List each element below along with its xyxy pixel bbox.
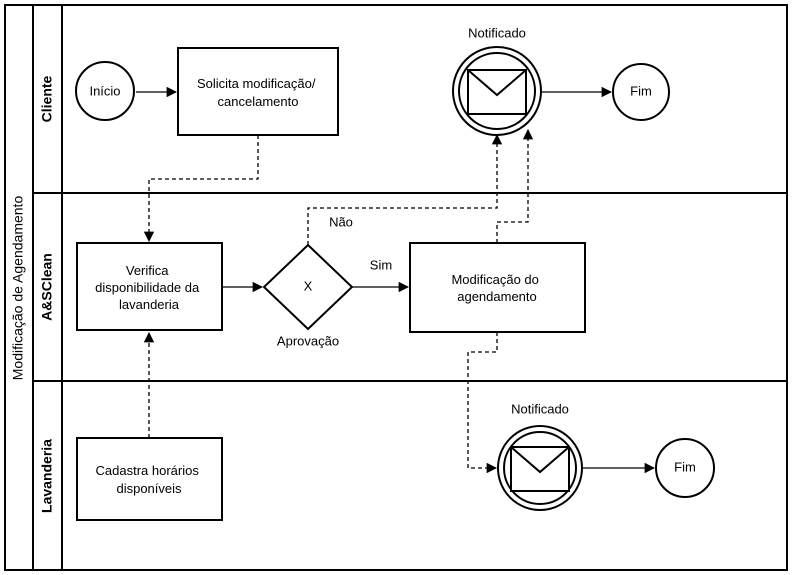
task-verifica[interactable] <box>76 242 223 331</box>
task-cadastra[interactable] <box>76 437 223 521</box>
task-modificacao-line-1: Modificação do <box>451 272 538 287</box>
end-event-cliente-label: Fim <box>630 83 652 98</box>
start-event-label: Início <box>89 83 120 98</box>
task-solicita-label: Solicita modificação/ cancelamento <box>197 76 319 109</box>
edge-label-nao: Não <box>329 214 353 229</box>
task-modificacao-line-2: agendamento <box>457 289 537 304</box>
task-verifica-line-1: Verifica <box>126 263 169 278</box>
gateway-label: Aprovação <box>277 333 339 348</box>
gateway-aprovacao[interactable] <box>262 243 354 331</box>
lane-title-cliente: Cliente <box>39 75 55 122</box>
pool-title: Modificação de Agendamento <box>10 196 26 381</box>
task-cadastra-label: Cadastra horários disponíveis <box>96 463 203 496</box>
notificado-cliente-label: Notificado <box>468 25 526 40</box>
edge-modificacao-notificado-cliente <box>496 128 534 243</box>
start-event-inicio[interactable] <box>75 61 135 121</box>
lane-title-lavanderia: Lavanderia <box>39 439 55 513</box>
notificado-lavanderia-label: Notificado <box>511 401 569 416</box>
task-verifica-line-2: disponibilidade da <box>95 280 200 295</box>
task-cadastra-line-1: Cadastra horários <box>96 463 200 478</box>
edge-label-sim: Sim <box>370 257 392 272</box>
task-modificacao-label: Modificação do agendamento <box>451 272 542 304</box>
task-solicita-line-2: cancelamento <box>218 94 299 109</box>
envelope-icon <box>467 69 527 115</box>
lane-cliente <box>32 4 788 194</box>
task-modificacao[interactable] <box>409 242 586 333</box>
task-solicita[interactable] <box>177 47 339 136</box>
end-event-fim-lavanderia[interactable] <box>655 438 715 498</box>
task-verifica-line-3: lavanderia <box>119 297 180 312</box>
edge-gateway-notificado-nao <box>307 133 503 245</box>
edge-modificacao-notificado-lavanderia <box>467 332 498 474</box>
message-event-cliente-inner <box>458 52 536 130</box>
task-cadastra-line-2: disponíveis <box>116 481 182 496</box>
envelope-icon <box>510 446 570 492</box>
edge-solicita-verifica <box>143 135 259 243</box>
lane-title-asclean: A&SClean <box>39 253 55 321</box>
message-event-lavanderia-inner <box>503 431 577 505</box>
task-verifica-label: Verifica disponibilidade da lavanderia <box>95 263 203 312</box>
end-event-lavanderia-label: Fim <box>674 459 696 474</box>
gateway-symbol: X <box>304 278 313 293</box>
task-solicita-line-1: Solicita modificação/ <box>197 76 316 91</box>
end-event-fim-cliente[interactable] <box>612 63 670 121</box>
